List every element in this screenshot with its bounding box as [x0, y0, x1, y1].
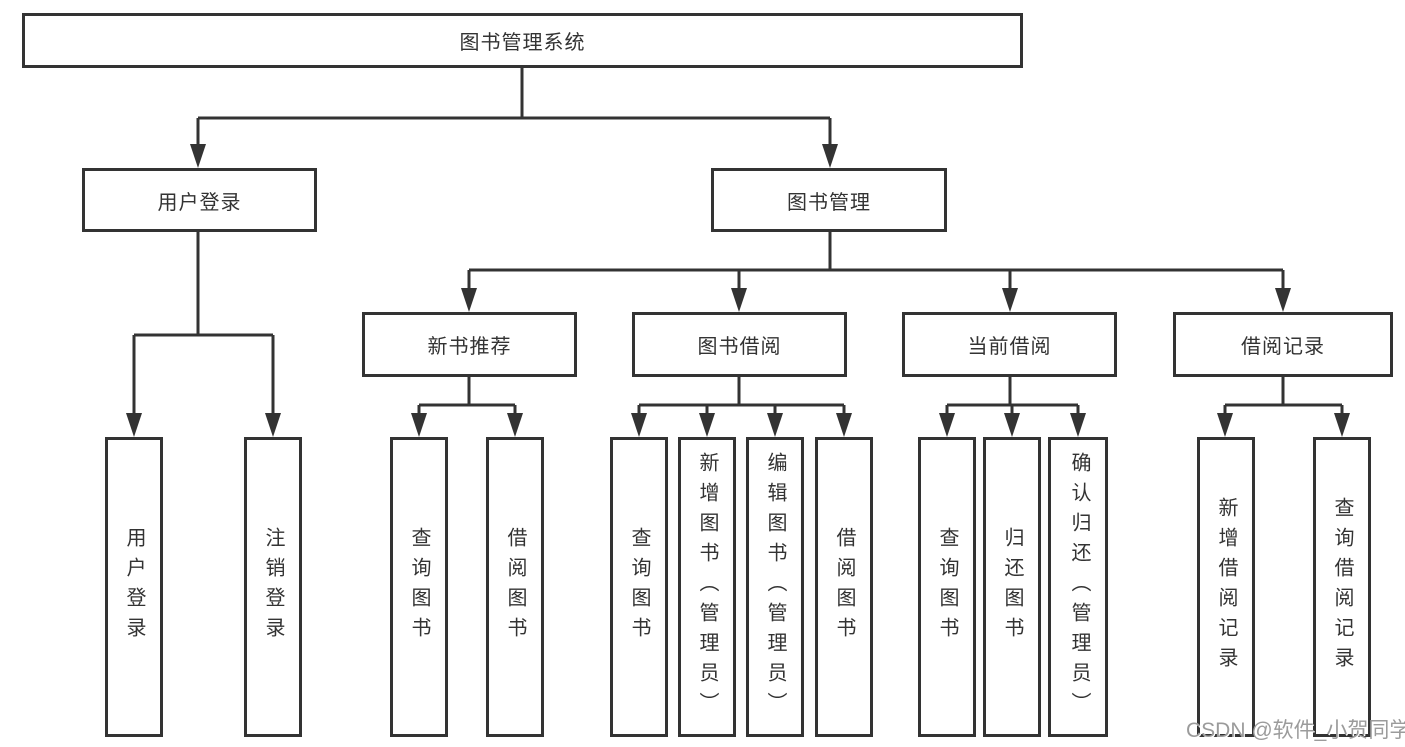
node-new-book-recommend: 新书推荐: [362, 312, 577, 377]
leaf-current-confirm-return-admin: 确认归还（管理员）: [1048, 437, 1108, 737]
leaf-user-login: 用户登录: [105, 437, 163, 737]
connector-root-to-level2: [190, 68, 838, 168]
node-borrow-records: 借阅记录: [1173, 312, 1393, 377]
leaf-newbook-query-books: 查询图书: [390, 437, 448, 737]
node-user-login: 用户登录: [82, 168, 317, 232]
leaf-logout: 注销登录: [244, 437, 302, 737]
connector-book-management-children: [461, 232, 1291, 312]
connector-book-borrow-children: [631, 377, 852, 437]
connector-current-borrow-children: [939, 377, 1086, 437]
node-current-borrow: 当前借阅: [902, 312, 1117, 377]
leaf-borrow-borrow-books: 借阅图书: [815, 437, 873, 737]
connector-user-login-children: [126, 232, 281, 437]
node-library-management-system: 图书管理系统: [22, 13, 1023, 68]
node-book-management: 图书管理: [711, 168, 947, 232]
leaf-record-query-borrow-record: 查询借阅记录: [1313, 437, 1371, 737]
csdn-watermark: CSDN @软件_小贺同学: [1186, 719, 1405, 742]
leaf-borrow-edit-books-admin: 编辑图书（管理员）: [746, 437, 804, 737]
connector-new-book-children: [411, 377, 523, 437]
leaf-record-add-borrow-record: 新增借阅记录: [1197, 437, 1255, 737]
leaf-borrow-query-books: 查询图书: [610, 437, 668, 737]
leaf-current-query-books: 查询图书: [918, 437, 976, 737]
connector-borrow-record-children: [1217, 377, 1350, 437]
node-book-borrow: 图书借阅: [632, 312, 847, 377]
leaf-newbook-borrow-books: 借阅图书: [486, 437, 544, 737]
leaf-current-return-books: 归还图书: [983, 437, 1041, 737]
leaf-borrow-add-books-admin: 新增图书（管理员）: [678, 437, 736, 737]
